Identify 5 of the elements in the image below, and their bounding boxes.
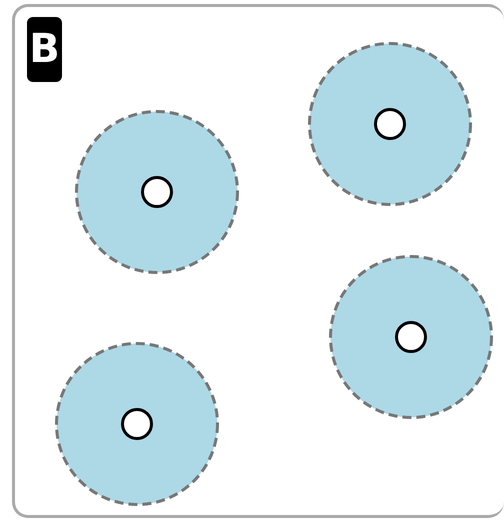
- shaded-circle: [308, 42, 472, 206]
- shaded-circle: [75, 110, 239, 274]
- panel-letter: B: [27, 17, 62, 82]
- shaded-circle: [329, 255, 493, 419]
- shaded-circle: [55, 342, 219, 506]
